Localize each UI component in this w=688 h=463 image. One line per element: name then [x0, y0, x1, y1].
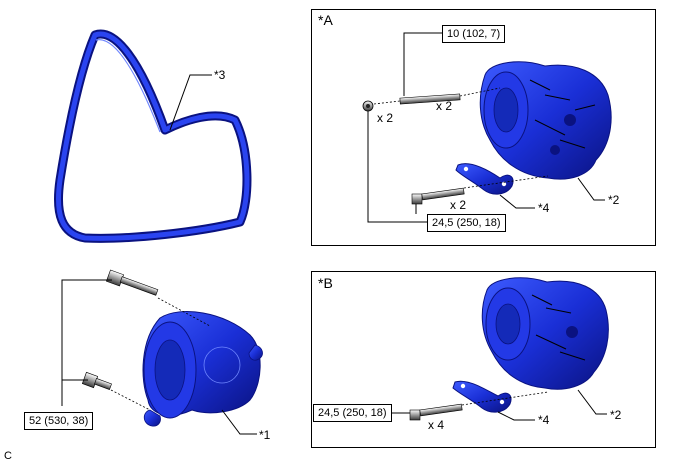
qty-a-bolt: x 2	[450, 198, 467, 212]
bracket-a	[455, 163, 514, 195]
torque-a-top: 10 (102, 7)	[442, 25, 506, 43]
generator-b	[481, 277, 609, 390]
qty-a-nut: x 2	[377, 111, 394, 125]
guide-alt-short	[110, 389, 151, 411]
guide-alt-long	[157, 297, 211, 327]
panel-a-label: *A	[318, 12, 333, 28]
torque-left: 52 (530, 38)	[24, 412, 94, 430]
leader-b-bracket	[497, 411, 535, 421]
torque-a-bottom: 24,5 (250, 18)	[427, 214, 506, 232]
callout-generator-a: *2	[608, 193, 620, 207]
callout-alternator: *1	[259, 428, 271, 442]
leader-a-generator	[577, 177, 605, 201]
leader-left-torque	[61, 279, 112, 406]
guide-a-nut	[373, 100, 401, 105]
stud-a	[399, 93, 461, 105]
bolt-a	[411, 187, 465, 205]
callout-bracket-b: *4	[538, 413, 550, 427]
callout-bracket-a: *4	[538, 201, 550, 215]
leader-b-generator	[577, 389, 607, 415]
leader-belt	[169, 74, 212, 131]
drive-belt	[53, 29, 252, 243]
leader-a-top-torque	[403, 32, 442, 96]
guide-b-bolt	[461, 391, 549, 406]
leader-alternator	[221, 409, 257, 435]
alternator-bolt-short	[81, 371, 112, 390]
alternator-bolt-long	[105, 269, 159, 296]
torque-b: 24,5 (250, 18)	[313, 404, 392, 422]
callout-belt: *3	[214, 68, 226, 82]
generator-a	[479, 61, 612, 180]
bolt-b	[409, 403, 463, 421]
alternator	[142, 311, 263, 427]
corner-code: C	[4, 450, 12, 462]
qty-b-bolt: x 4	[428, 418, 445, 432]
callout-generator-b: *2	[610, 408, 622, 422]
qty-a-stud: x 2	[436, 99, 453, 113]
nut-a	[362, 100, 374, 112]
guide-a-stud	[459, 87, 501, 97]
leader-a-bracket	[499, 194, 535, 209]
leader-a-bottom-torque	[367, 111, 428, 223]
bracket-b	[452, 380, 512, 413]
panel-b-label: *B	[318, 275, 333, 291]
